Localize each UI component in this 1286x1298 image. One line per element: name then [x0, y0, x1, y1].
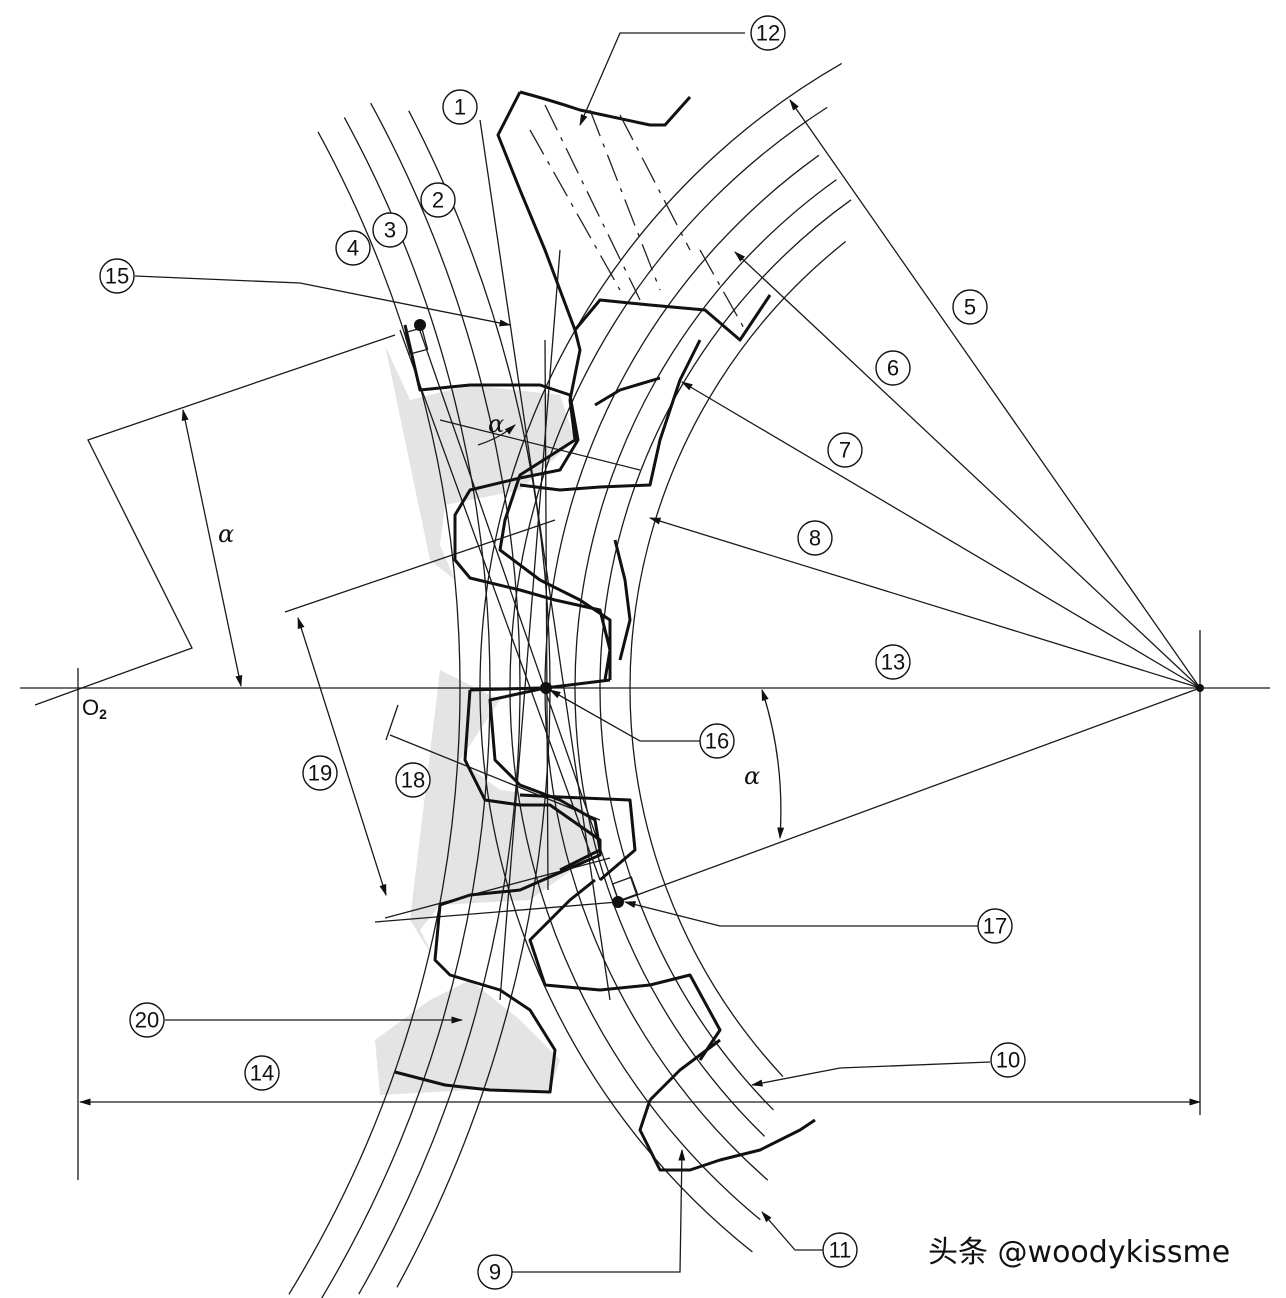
callout-circle	[827, 432, 863, 468]
gear-circles	[288, 62, 852, 1298]
construction-lines	[34, 119, 1202, 1106]
right-gear-teeth	[488, 90, 816, 1172]
callout-label-3: 3	[372, 212, 408, 248]
callout-label-6: 6	[875, 350, 911, 386]
right-gear-circle	[544, 154, 820, 1181]
callout-circle	[477, 1254, 513, 1290]
right-gear-circle	[574, 179, 837, 1137]
callout-number: 20	[135, 1008, 159, 1033]
callout-label-1: 1	[442, 89, 478, 125]
callout-number: 12	[756, 21, 780, 46]
callout-number: 4	[347, 236, 359, 261]
callout-circle	[372, 212, 408, 248]
callout-number: 19	[308, 761, 332, 786]
leader-lines	[134, 32, 991, 1273]
left-gear-teeth	[394, 324, 639, 1094]
callout-number: 14	[250, 1061, 274, 1086]
callout-label-5: 5	[952, 289, 988, 325]
callout-number: 3	[384, 218, 396, 243]
callout-label-20: 20	[129, 1002, 165, 1038]
callout-number: 7	[839, 438, 851, 463]
callout-label-15: 15	[99, 258, 135, 294]
radius-lines	[374, 99, 1201, 923]
right-gear-circle	[599, 199, 852, 1111]
callout-label-10: 10	[990, 1042, 1026, 1078]
angle-alpha-top: α	[488, 410, 504, 438]
watermark: 头条 @woodykissme	[928, 1235, 1230, 1270]
callout-number: 16	[705, 729, 729, 754]
right-gear-circle	[479, 62, 843, 1253]
callout-circle	[442, 89, 478, 125]
callout-label-14: 14	[244, 1055, 280, 1091]
callout-label-4: 4	[335, 230, 371, 266]
callout-number: 5	[964, 295, 976, 320]
callout-label-12: 12	[750, 15, 786, 51]
callout-circle	[420, 182, 456, 218]
callout-number: 8	[809, 526, 821, 551]
callout-number: 15	[105, 264, 129, 289]
hidden-tooth-lines	[529, 104, 746, 331]
callout-label-16: 16	[699, 723, 735, 759]
callout-label-13: 13	[875, 644, 911, 680]
callout-circle	[797, 520, 833, 556]
callout-circle	[335, 230, 371, 266]
callout-number: 10	[996, 1048, 1020, 1073]
left-gear-circle	[288, 131, 461, 1295]
callout-label-9: 9	[477, 1254, 513, 1290]
callout-circle	[129, 1002, 165, 1038]
callout-label-2: 2	[420, 182, 456, 218]
left-gear-circle	[358, 102, 521, 1295]
callout-circle	[977, 908, 1013, 944]
callout-circle	[952, 289, 988, 325]
callout-number: 1	[454, 95, 466, 120]
callout-number: 17	[983, 914, 1007, 939]
contact-start-point	[414, 319, 426, 331]
callout-circle	[302, 755, 338, 791]
contact-end-point	[612, 896, 624, 908]
callout-label-19: 19	[302, 755, 338, 791]
callout-label-17: 17	[977, 908, 1013, 944]
right-gear-circle	[509, 106, 828, 1221]
right-gear-circle	[629, 240, 847, 1077]
callout-number: 9	[489, 1260, 501, 1285]
callout-label-11: 11	[822, 1232, 858, 1268]
callout-number: 6	[887, 356, 899, 381]
left-gear-circle	[396, 110, 551, 1288]
callout-label-7: 7	[827, 432, 863, 468]
angle-alpha-right: α	[744, 762, 760, 790]
callout-number: 18	[401, 768, 425, 793]
callout-circle	[99, 258, 135, 294]
pitch-point	[540, 682, 552, 694]
callout-circle	[750, 15, 786, 51]
callout-circle	[990, 1042, 1026, 1078]
left-gear-center-label: O2	[82, 695, 107, 722]
callout-circle	[395, 762, 431, 798]
angle-alpha-left: α	[218, 520, 234, 548]
left-gear-circle	[320, 117, 491, 1298]
callout-number: 2	[432, 188, 444, 213]
callout-circle	[822, 1232, 858, 1268]
callout-circle	[244, 1055, 280, 1091]
callout-circle	[875, 350, 911, 386]
right-gear-center	[1196, 684, 1204, 692]
left-gear-shading	[375, 345, 600, 1095]
callout-number: 13	[881, 650, 905, 675]
callout-label-8: 8	[797, 520, 833, 556]
callout-circle	[699, 723, 735, 759]
callout-circle	[875, 644, 911, 680]
callout-number: 11	[829, 1238, 852, 1263]
callout-label-18: 18	[395, 762, 431, 798]
